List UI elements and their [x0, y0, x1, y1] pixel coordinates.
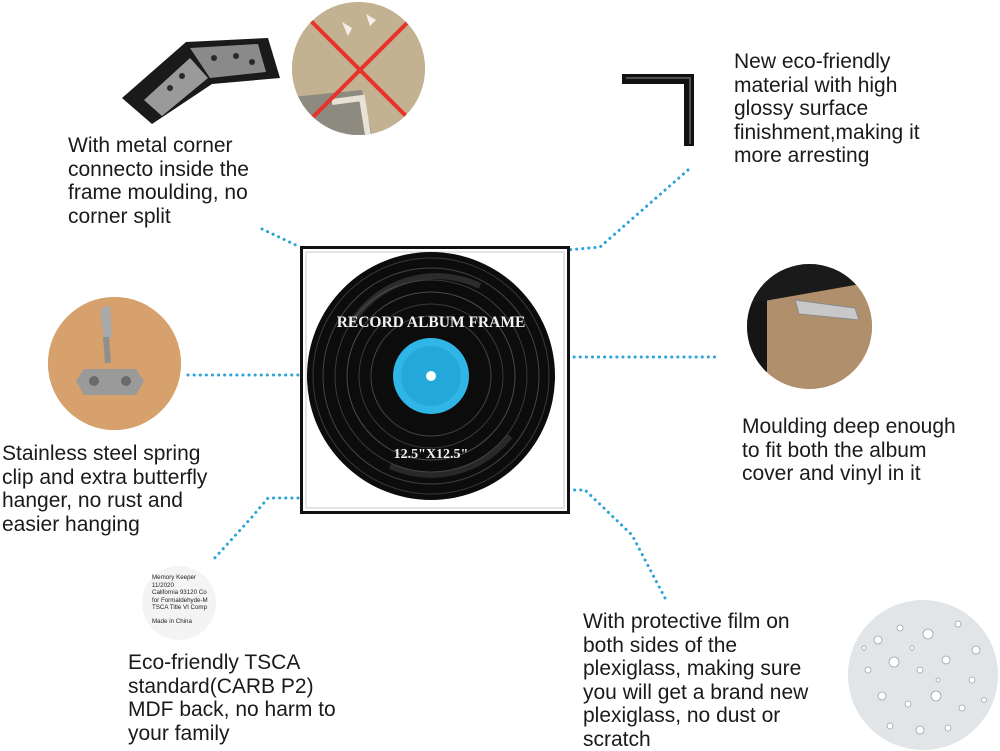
feature-corner-connector: With metal corner connecto inside the fr… [68, 134, 249, 228]
feature-line: scratch [583, 728, 808, 751]
tsca-label-line: TSCA Title VI Comp [152, 604, 218, 612]
feature-line: connecto inside the [68, 158, 249, 182]
feature-tsca-mdf-back: Eco-friendly TSCA standard(CARB P2) MDF … [128, 651, 336, 745]
feature-line: Stainless steel spring [2, 442, 207, 466]
tsca-label-text: Memory Keeper 11/2020 California 93120 C… [152, 574, 218, 626]
glossy-material-image [618, 66, 698, 148]
record-album-frame: RECORD ALBUM FRAME 12.5"X12.5" [300, 246, 570, 514]
feature-line: plexiglass, making sure [583, 657, 808, 681]
feature-line: Eco-friendly TSCA [128, 651, 336, 675]
feature-line: your family [128, 722, 336, 746]
frame-size: 12.5"X12.5" [394, 447, 469, 462]
feature-line: corner split [68, 205, 249, 229]
vinyl-record [307, 252, 555, 500]
feature-spring-clip: Stainless steel spring clip and extra bu… [2, 442, 207, 536]
feature-line: more arresting [734, 144, 920, 168]
feature-moulding-depth: Moulding deep enough to fit both the alb… [742, 415, 956, 486]
feature-line: plexiglass, no dust or [583, 704, 808, 728]
feature-glossy-material: New eco-friendly material with high glos… [734, 50, 920, 168]
feature-line: glossy surface [734, 97, 920, 121]
feature-line: cover and vinyl in it [742, 462, 956, 486]
feature-line: easier hanging [2, 513, 207, 537]
feature-line: standard(CARB P2) [128, 675, 336, 699]
feature-line: finishment,making it [734, 121, 920, 145]
feature-line: With metal corner [68, 134, 249, 158]
feature-line: you will get a brand new [583, 681, 808, 705]
feature-line: frame moulding, no [68, 181, 249, 205]
tsca-label-line: 11/2020 [152, 582, 218, 590]
tsca-label-line: Memory Keeper [152, 574, 218, 582]
corner-connector-image [118, 28, 288, 128]
feature-line: New eco-friendly [734, 50, 920, 74]
feature-line: material with high [734, 74, 920, 98]
feature-line: both sides of the [583, 634, 808, 658]
feature-line: clip and extra butterfly [2, 466, 207, 490]
connector-material [567, 170, 688, 250]
protective-film-image [848, 600, 998, 750]
tsca-label-line: California 93120 Co [152, 589, 218, 597]
feature-line: to fit both the album [742, 439, 956, 463]
connector-tsca [212, 498, 298, 561]
feature-line: MDF back, no harm to [128, 698, 336, 722]
feature-line: hanger, no rust and [2, 489, 207, 513]
frame-title: RECORD ALBUM FRAME [337, 314, 526, 331]
spring-clip-image [48, 297, 181, 430]
connector-corner [262, 229, 300, 247]
corner-split-image [292, 2, 425, 135]
moulding-depth-image [747, 264, 872, 389]
feature-line: Moulding deep enough [742, 415, 956, 439]
tsca-label-line: Made in China [152, 618, 218, 626]
feature-protective-film: With protective film on both sides of th… [583, 610, 808, 751]
feature-line: With protective film on [583, 610, 808, 634]
tsca-label-line: for Formaldehyde-M [152, 597, 218, 605]
